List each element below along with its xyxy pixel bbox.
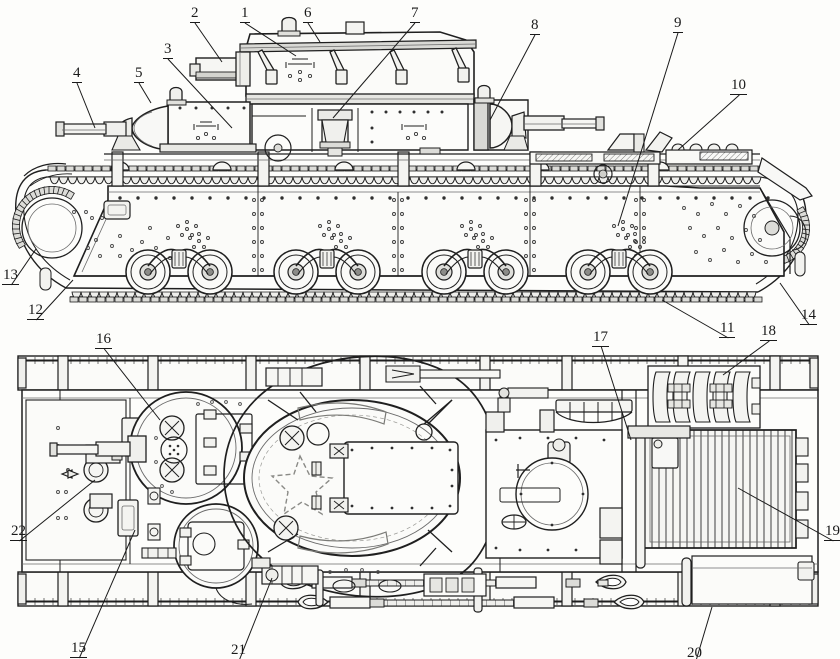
leader-21 xyxy=(239,577,273,659)
leader-10 xyxy=(677,94,740,151)
leader-5 xyxy=(138,82,152,104)
leader-1 xyxy=(244,22,297,57)
engine-louvre-grille-plan xyxy=(627,425,809,569)
callout-2: 2 xyxy=(190,5,200,23)
leader-22 xyxy=(19,479,96,542)
engine-bay-plan xyxy=(485,409,623,565)
leader-6 xyxy=(307,22,321,43)
callout-21: 21 xyxy=(231,642,246,658)
leader-14 xyxy=(779,282,810,326)
callout-leader-lines xyxy=(10,22,834,659)
gun-45mm-front xyxy=(55,121,127,137)
leader-16 xyxy=(103,348,161,421)
callout-3: 3 xyxy=(163,41,173,59)
engine-deck-side xyxy=(419,131,753,165)
callout-9: 9 xyxy=(673,15,683,33)
side-elevation-view xyxy=(11,16,813,303)
main-turret-side xyxy=(189,16,477,105)
front-45mm-turret-side xyxy=(55,86,257,153)
idler-wheel xyxy=(21,197,83,259)
rear-tail-side xyxy=(757,157,813,277)
rear-deck-plan xyxy=(691,555,815,605)
callout-13: 13 xyxy=(2,267,19,285)
plan-view xyxy=(17,355,819,613)
callout-15: 15 xyxy=(70,640,87,658)
drive-sprocket xyxy=(743,199,801,257)
leader-12 xyxy=(35,279,74,321)
callout-7: 7 xyxy=(410,5,420,23)
leader-3 xyxy=(167,58,233,129)
callout-20: 20 xyxy=(686,646,703,659)
callout-5: 5 xyxy=(134,65,144,83)
leader-19 xyxy=(737,487,834,542)
callout-11: 11 xyxy=(719,320,736,338)
spare-track-links-plan xyxy=(647,365,761,429)
leader-11 xyxy=(661,299,729,339)
front-45mm-turret-plan xyxy=(49,391,253,505)
callout-4: 4 xyxy=(72,65,82,83)
leader-8 xyxy=(489,34,536,121)
main-turret-plan xyxy=(223,355,501,598)
callout-1: 1 xyxy=(240,5,250,23)
deck-tools-plan xyxy=(265,365,633,424)
callout-8: 8 xyxy=(530,17,540,35)
turret-connecting-structure-plan xyxy=(251,557,487,597)
gun-45mm-rear xyxy=(511,111,605,139)
callout-12: 12 xyxy=(27,302,44,320)
leader-7 xyxy=(332,22,416,119)
leader-17 xyxy=(600,346,632,441)
callout-19: 19 xyxy=(824,523,840,541)
turret-handrail-stanchions xyxy=(257,47,470,85)
callout-17: 17 xyxy=(592,329,609,347)
leader-13 xyxy=(10,248,37,286)
callout-10: 10 xyxy=(730,77,747,95)
superstructure-side xyxy=(251,103,469,162)
callout-6: 6 xyxy=(303,5,313,23)
leader-9 xyxy=(617,32,679,227)
leader-20 xyxy=(696,606,713,659)
callout-14: 14 xyxy=(800,307,817,325)
red-star-marking xyxy=(270,454,334,516)
main-gun-76mm xyxy=(189,51,251,87)
misc-fittings-plan xyxy=(141,487,177,559)
leader-4 xyxy=(76,82,96,129)
leader-18 xyxy=(722,340,770,376)
leader-15 xyxy=(78,529,136,659)
leader-2 xyxy=(194,22,223,63)
front-deck-plan xyxy=(25,399,143,561)
rear-45mm-turret-side xyxy=(473,84,605,151)
callout-16: 16 xyxy=(95,331,112,349)
callout-22: 22 xyxy=(10,523,27,541)
callout-18: 18 xyxy=(760,323,777,341)
